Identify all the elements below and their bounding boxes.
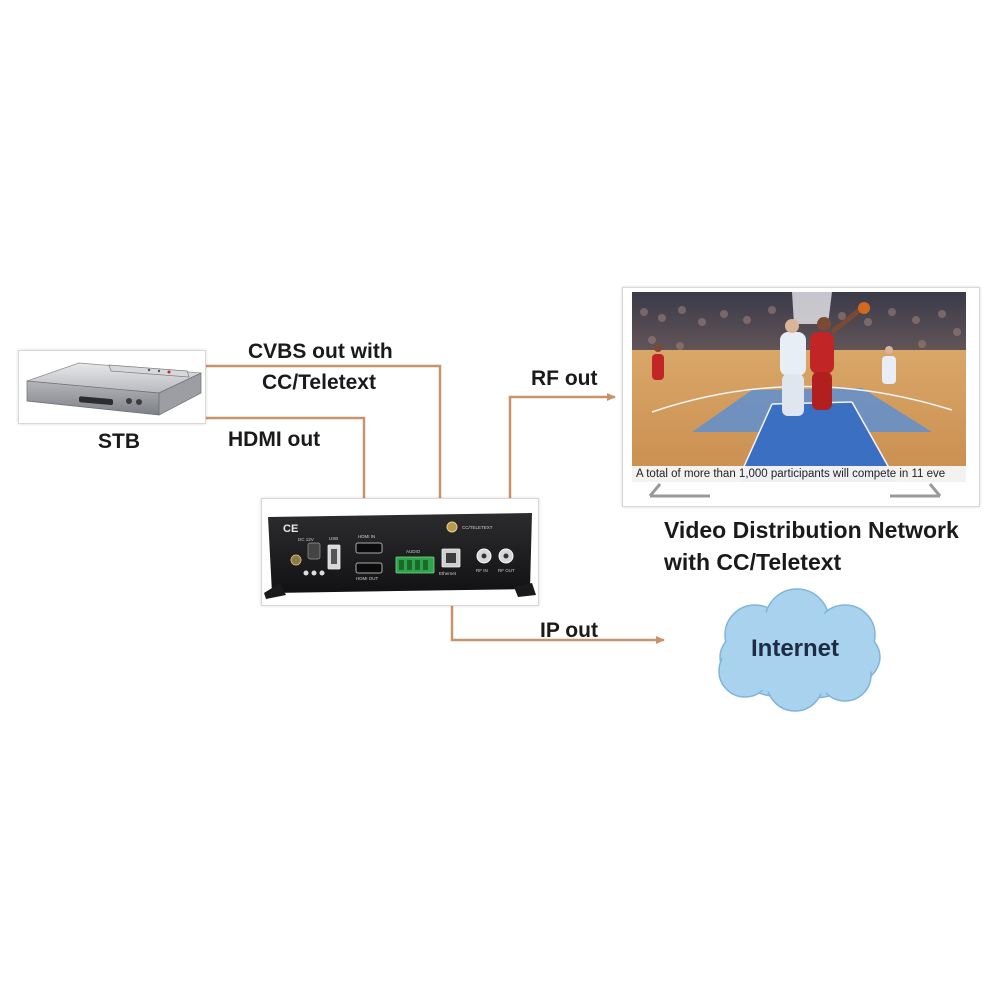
remote-control-icon	[108, 364, 190, 378]
hdmi-wire	[192, 416, 366, 498]
tv-stand-icon	[648, 483, 942, 498]
vdn-label-line1: Video Distribution Network	[664, 517, 959, 543]
rf-wire	[508, 393, 616, 498]
cc-teletext-connector-icon	[446, 521, 458, 533]
audio-terminal-icon	[395, 556, 435, 574]
dc-jack-icon	[307, 542, 321, 560]
rf-in-label: RF IN	[476, 568, 488, 573]
cvbs-label-line2: CC/Teletext	[262, 371, 376, 394]
stb-device-icon	[26, 362, 203, 416]
stb-image-frame	[18, 350, 206, 424]
usb-label: USB	[329, 536, 339, 541]
cvbs-label-line1: CVBS out with	[248, 340, 393, 363]
stb-label: STB	[98, 430, 140, 453]
basketball-game-picture	[632, 292, 966, 482]
cc-teletext-label: CC/TELETEXT	[462, 525, 493, 530]
internet-cloud-icon	[718, 588, 881, 712]
rf-label: RF out	[531, 367, 598, 390]
rf-out-label: RF OUT	[498, 568, 515, 573]
internet-label: Internet	[751, 635, 840, 662]
hdmi-out-port-icon	[355, 562, 383, 574]
encoder-device-frame: CE DC 12V USB HDMI IN HDMI OUT AUDIO Eth…	[261, 498, 539, 606]
player-figures	[652, 302, 896, 416]
ip-wire	[450, 604, 665, 644]
hdmi-in-port-icon	[355, 542, 383, 554]
tv-screen: A total of more than 1,000 participants …	[632, 292, 966, 482]
ce-mark: CE	[283, 523, 299, 535]
ip-label: IP out	[540, 619, 598, 642]
encoder-device	[264, 513, 536, 599]
cvbs-wire	[205, 364, 442, 498]
tv-caption-ticker: A total of more than 1,000 participants …	[632, 466, 966, 482]
dc-label: DC 12V	[298, 537, 314, 542]
hdmi-in-label: HDMI IN	[358, 534, 376, 539]
hdmi-out-label: HDMI OUT	[356, 576, 379, 581]
audio-label: AUDIO	[406, 549, 421, 554]
hdmi-label: HDMI out	[228, 428, 321, 451]
power-socket-icon	[290, 554, 302, 566]
vdn-label-line2: with CC/Teletext	[664, 549, 842, 575]
ethernet-label: Ethernet	[439, 571, 457, 576]
